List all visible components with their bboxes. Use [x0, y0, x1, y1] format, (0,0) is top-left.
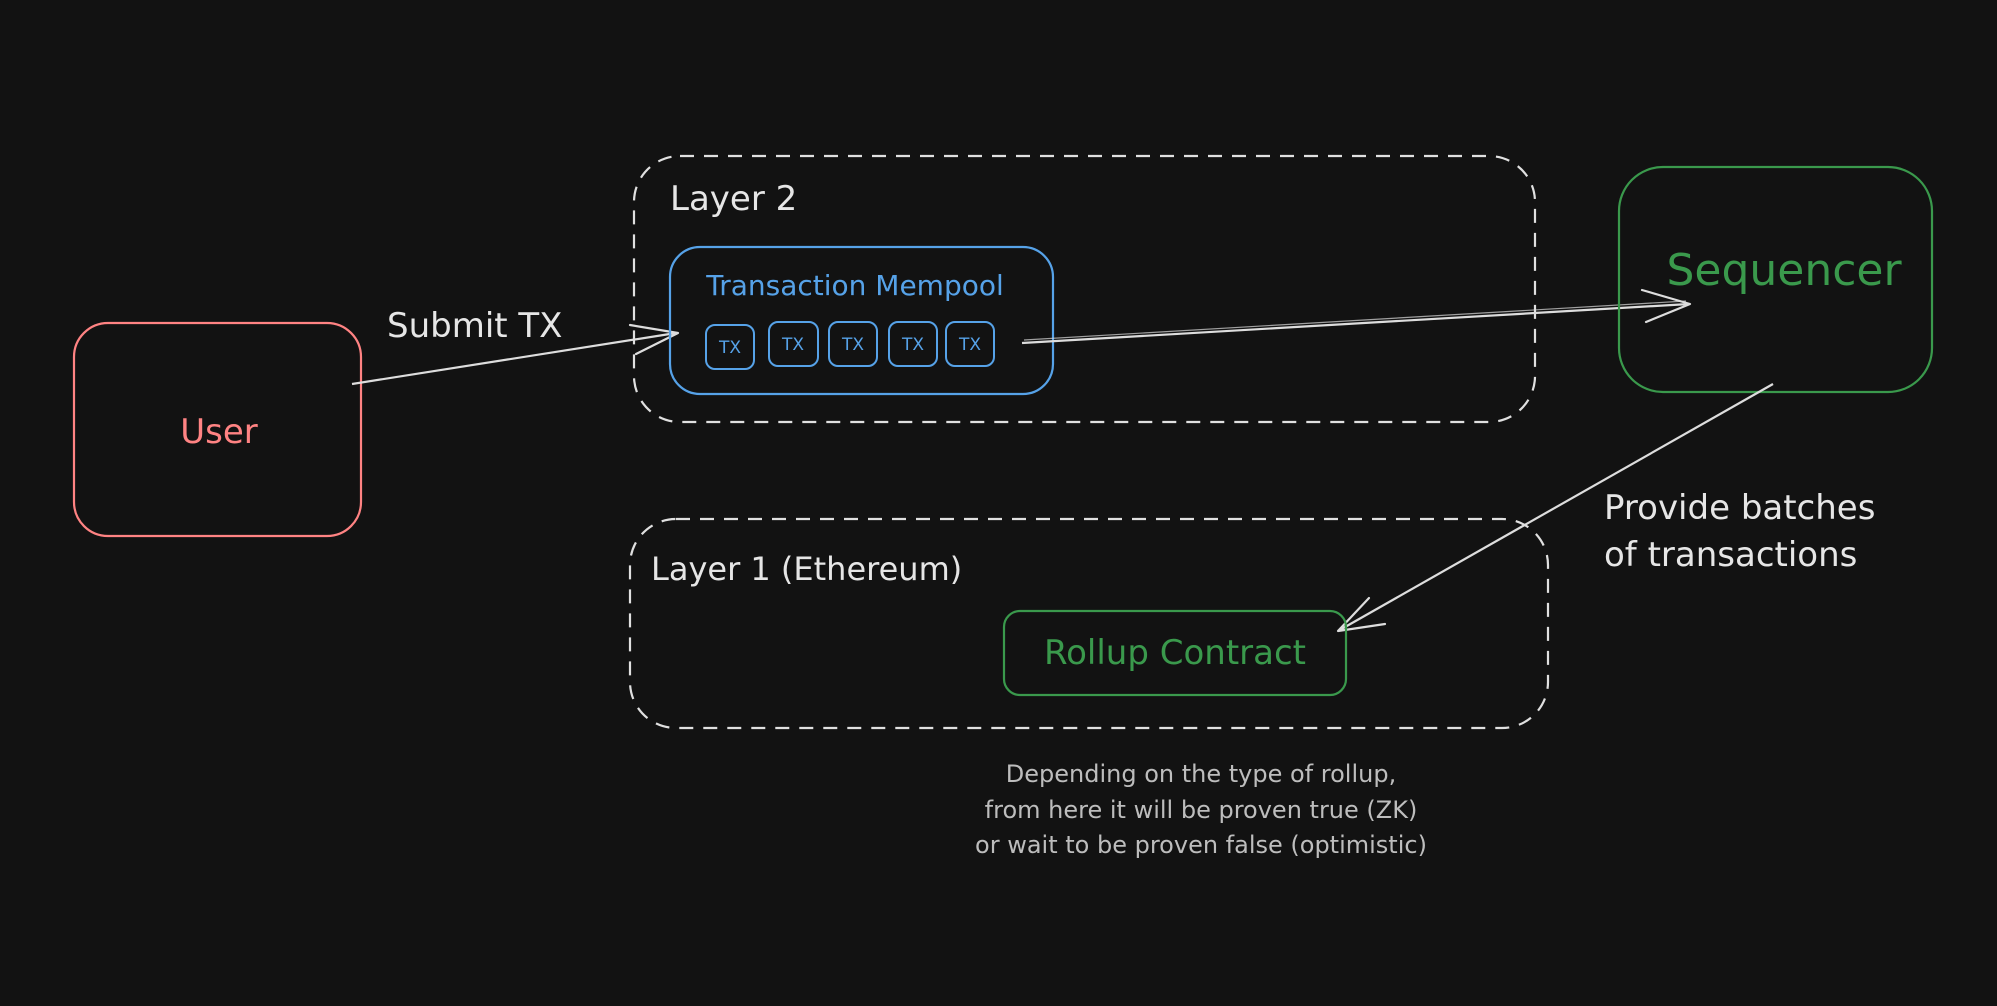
- rollup-note: Depending on the type of rollup, from he…: [975, 760, 1427, 859]
- tx-item: TX: [705, 324, 755, 370]
- tx-label: TX: [901, 335, 924, 355]
- tx-item: TX: [828, 321, 878, 367]
- tx-box: [768, 321, 819, 367]
- tx-label: TX: [781, 335, 804, 355]
- mempool-box: [668, 245, 1055, 396]
- submit-tx-label: Submit TX: [387, 306, 562, 346]
- tx-box: [945, 321, 995, 367]
- tx-label: TX: [841, 335, 864, 355]
- note-line2: from here it will be proven true (ZK): [985, 796, 1418, 824]
- rollup-contract-node: Rollup Contract: [1002, 609, 1348, 697]
- layer1-outline: [628, 517, 1550, 730]
- batch-label-line2: of transactions: [1604, 535, 1857, 575]
- submit-arrow-head: [628, 323, 680, 356]
- note-line1: Depending on the type of rollup,: [1006, 760, 1396, 788]
- tx-box: [705, 324, 755, 370]
- layer2-outline: [632, 154, 1537, 424]
- rollup-arrow-line: [1337, 383, 1774, 632]
- sequencer-arrow-line: [1021, 302, 1690, 345]
- rollup-contract-label: Rollup Contract: [1044, 633, 1306, 673]
- sequencer-arrow-line-double: [1023, 300, 1687, 341]
- user-node: User: [72, 321, 363, 538]
- sequencer-node: Sequencer: [1617, 165, 1934, 394]
- sequencer-arrow-head: [1640, 288, 1692, 324]
- rollup-contract-box: [1002, 609, 1348, 697]
- user-box: [72, 321, 363, 538]
- sequencer-to-rollup-arrow: Provide batches of transactions: [1336, 383, 1875, 633]
- mempool-title: Transaction Mempool: [705, 269, 1004, 302]
- layer2-container: Layer 2: [632, 154, 1537, 424]
- tx-label: TX: [958, 335, 981, 355]
- rollup-arrow-head: [1336, 596, 1387, 633]
- tx-item: TX: [945, 321, 995, 367]
- layer1-container: Layer 1 (Ethereum): [628, 517, 1550, 730]
- mempool-node: Transaction Mempool TX TX TX TX TX: [668, 245, 1055, 396]
- layer2-title: Layer 2: [670, 179, 797, 219]
- batch-label-line1: Provide batches: [1604, 488, 1875, 528]
- user-label: User: [180, 412, 258, 452]
- tx-item: TX: [768, 321, 819, 367]
- sequencer-label: Sequencer: [1666, 245, 1902, 296]
- layer1-title: Layer 1 (Ethereum): [651, 550, 962, 588]
- tx-box: [828, 321, 878, 367]
- tx-box: [888, 321, 938, 367]
- sequencer-box: [1617, 165, 1934, 394]
- tx-item: TX: [888, 321, 938, 367]
- note-line3: or wait to be proven false (optimistic): [975, 831, 1427, 859]
- tx-label: TX: [718, 338, 741, 358]
- submit-arrow-line: [351, 331, 677, 386]
- submit-tx-arrow: Submit TX: [351, 306, 680, 386]
- mempool-to-sequencer-arrow: [1021, 288, 1692, 345]
